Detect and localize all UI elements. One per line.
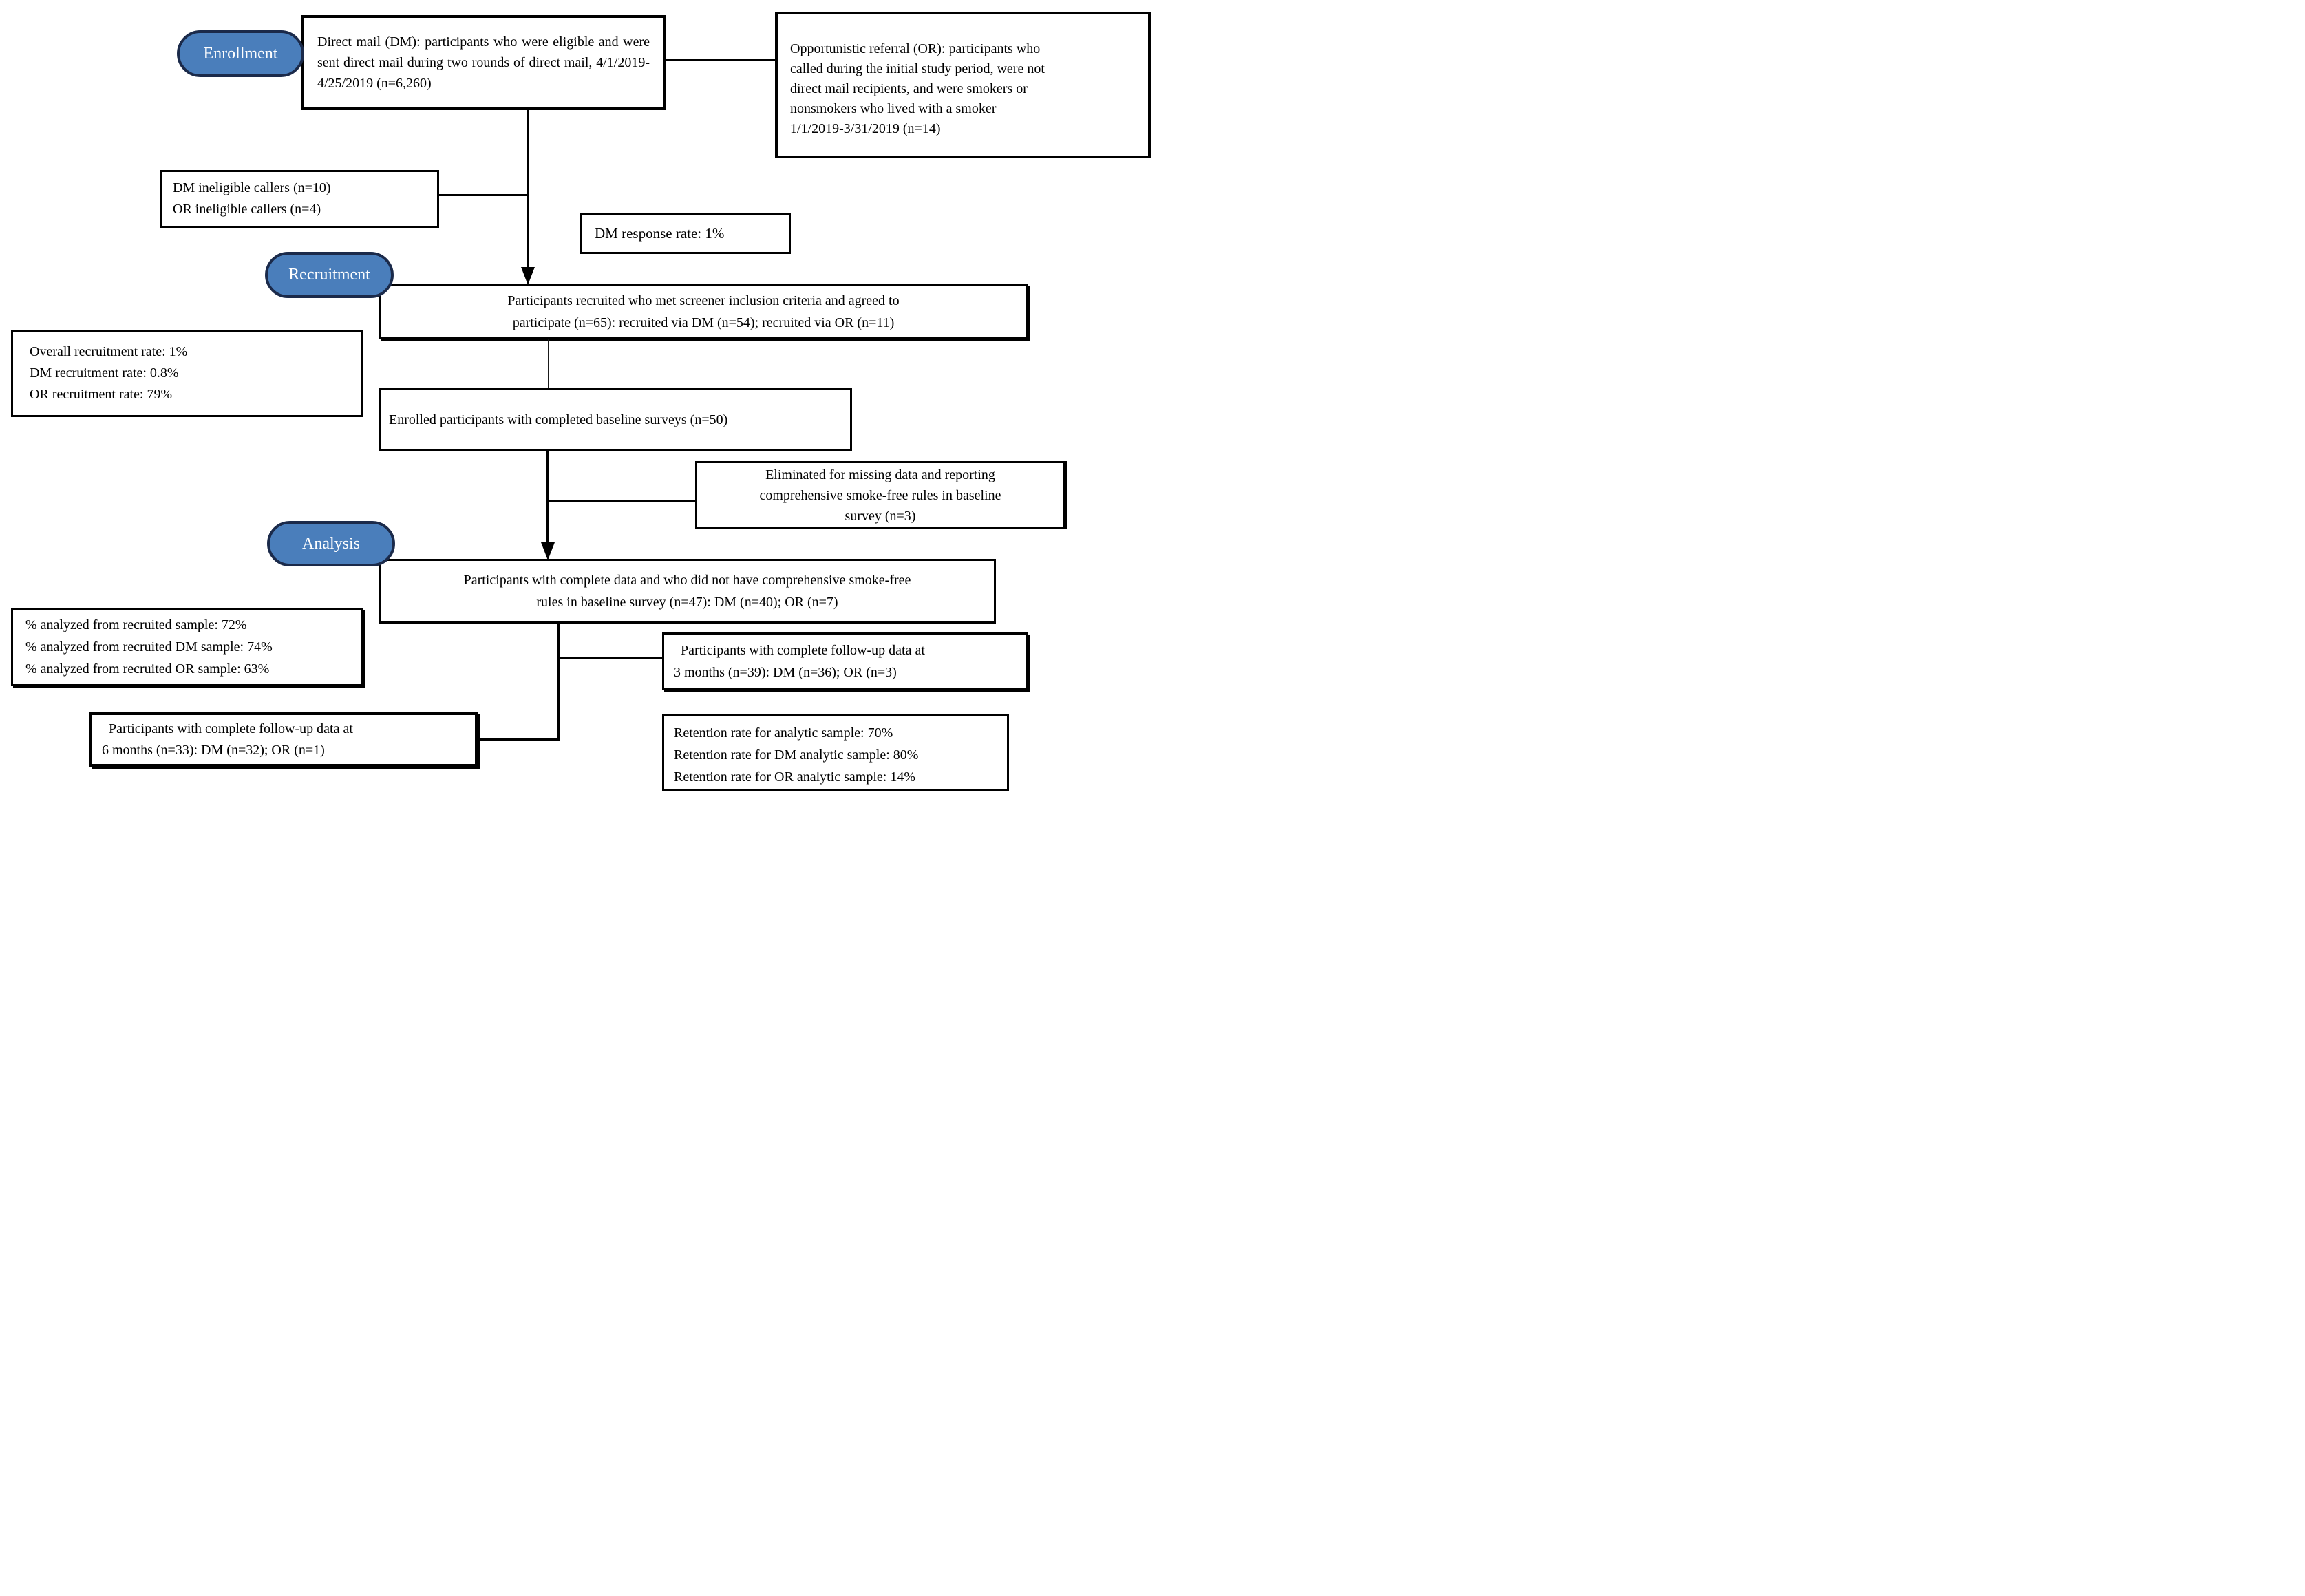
box-analytic-line: Participants with complete data and who … [463, 573, 911, 588]
connector-to-6mo [476, 738, 560, 741]
box-eliminated-line: comprehensive smoke-free rules in baseli… [759, 487, 1001, 503]
connector-dm-to-or [665, 59, 776, 61]
box-recruited-line: Participants recruited who met screener … [507, 292, 900, 308]
box-recruitment-rates-line: DM recruitment rate: 0.8% [30, 365, 179, 381]
box-or-line: Opportunistic referral (OR): participant… [790, 41, 1041, 56]
box-ineligible-line: OR ineligible callers (n=4) [173, 202, 321, 217]
box-followup-6mo-line: 6 months (n=33): DM (n=32); OR (n=1) [102, 742, 325, 758]
box-retention-rates: Retention rate for analytic sample: 70% … [662, 714, 1009, 791]
box-analyzed-rates: % analyzed from recruited sample: 72% % … [11, 608, 363, 686]
box-analyzed-rates-line: % analyzed from recruited OR sample: 63% [25, 661, 270, 677]
box-eliminated: Eliminated for missing data and reportin… [695, 461, 1065, 529]
box-recruited-line: participate (n=65): recruited via DM (n=… [512, 315, 895, 330]
box-recruitment-rates-line: OR recruitment rate: 79% [30, 387, 173, 402]
box-or-line: called during the initial study period, … [790, 61, 1045, 76]
box-eliminated-line: Eliminated for missing data and reportin… [765, 467, 995, 482]
box-enrolled: Enrolled participants with completed bas… [379, 388, 852, 451]
box-followup-6mo: Participants with complete follow-up dat… [89, 712, 478, 767]
box-or-line: 1/1/2019-3/31/2019 (n=14) [790, 121, 941, 136]
stage-pill-analysis-label: Analysis [302, 534, 360, 553]
box-eliminated-line: survey (n=3) [845, 508, 916, 524]
box-or-line: direct mail recipients, and were smokers… [790, 81, 1028, 96]
connector-to-eliminated [546, 500, 697, 502]
box-recruited: Participants recruited who met screener … [379, 284, 1028, 339]
arrowhead-to-analytic [541, 542, 555, 560]
stage-pill-analysis: Analysis [267, 521, 395, 566]
box-analyzed-rates-line: % analyzed from recruited DM sample: 74% [25, 639, 273, 655]
box-analytic-sample: Participants with complete data and who … [379, 559, 996, 624]
box-ineligible-callers: DM ineligible callers (n=10) OR ineligib… [160, 170, 439, 228]
stage-pill-recruitment-label: Recruitment [288, 266, 370, 284]
box-retention-rates-line: Retention rate for analytic sample: 70% [674, 725, 893, 741]
box-followup-6mo-line: Participants with complete follow-up dat… [109, 721, 353, 736]
box-analytic-line: rules in baseline survey (n=47): DM (n=4… [536, 595, 838, 610]
stage-pill-enrollment: Enrollment [177, 30, 304, 77]
box-opportunistic-referral: Opportunistic referral (OR): participant… [775, 12, 1151, 158]
consort-flow-diagram: Enrollment Recruitment Analysis Direct m… [0, 0, 1153, 798]
box-retention-rates-line: Retention rate for OR analytic sample: 1… [674, 769, 916, 785]
box-recruitment-rates: Overall recruitment rate: 1% DM recruitm… [11, 330, 363, 417]
connector-to-3mo [559, 657, 663, 659]
connector-ineligible [438, 194, 528, 196]
box-direct-mail: Direct mail (DM): participants who were … [301, 15, 666, 110]
box-recruitment-rates-line: Overall recruitment rate: 1% [30, 344, 188, 359]
stage-pill-enrollment-label: Enrollment [203, 44, 278, 63]
box-direct-mail-text: Direct mail (DM): participants who were … [317, 34, 650, 91]
box-dm-response-text: DM response rate: 1% [595, 225, 725, 242]
box-followup-3mo: Participants with complete follow-up dat… [662, 632, 1028, 690]
box-ineligible-line: DM ineligible callers (n=10) [173, 180, 331, 195]
connector-dm-down [527, 109, 529, 268]
box-analyzed-rates-line: % analyzed from recruited sample: 72% [25, 617, 247, 632]
arrowhead-to-recruited [521, 267, 535, 285]
connector-analytic-down [557, 622, 560, 741]
box-followup-3mo-line: Participants with complete follow-up dat… [681, 643, 925, 658]
box-retention-rates-line: Retention rate for DM analytic sample: 8… [674, 747, 919, 763]
box-followup-3mo-line: 3 months (n=39): DM (n=36); OR (n=3) [674, 665, 897, 680]
box-or-line: nonsmokers who lived with a smoker [790, 101, 997, 116]
box-dm-response-rate: DM response rate: 1% [580, 213, 791, 254]
connector-recruited-to-enrolled [548, 339, 549, 388]
box-enrolled-text: Enrolled participants with completed bas… [389, 412, 728, 427]
stage-pill-recruitment: Recruitment [265, 252, 394, 298]
connector-enrolled-down [546, 449, 549, 544]
